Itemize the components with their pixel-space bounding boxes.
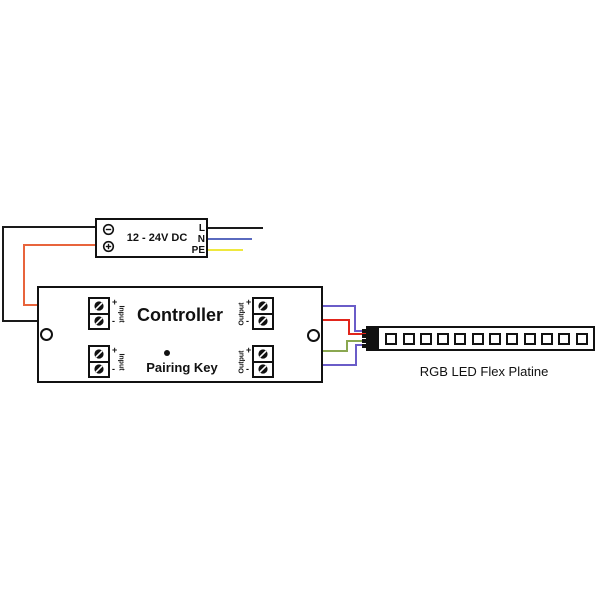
connector-pin	[362, 339, 366, 343]
output-top-minus-mark: -	[246, 316, 249, 326]
screw-terminal	[254, 299, 272, 313]
led-chip	[471, 332, 484, 345]
controller-title: Controller	[136, 305, 224, 325]
screw-icon	[258, 316, 268, 326]
neutral-wire	[208, 238, 252, 240]
connector-pin	[362, 344, 366, 348]
dc-minus-wire-segment	[2, 226, 95, 228]
output-red-wire-segment	[348, 333, 366, 335]
screw-icon	[94, 349, 104, 359]
output-green-wire-segment	[346, 340, 348, 352]
screw-terminal	[90, 347, 108, 361]
earth-wire	[208, 249, 243, 251]
psu-terminal-l-label: L	[198, 223, 205, 234]
screw-terminal	[254, 362, 272, 376]
screw-terminal	[90, 299, 108, 313]
connector-pin	[362, 334, 366, 338]
dc-plus-wire-segment	[23, 244, 25, 306]
input-bottom-label: Input	[117, 353, 125, 371]
psu-voltage-label: 12 - 24V DC	[126, 232, 188, 244]
output-top-plus-mark: +	[246, 297, 252, 307]
output-bottom-minus-mark: -	[246, 364, 249, 374]
screw-icon	[94, 301, 104, 311]
output-top-label: Output	[238, 302, 246, 326]
screw-icon	[258, 364, 268, 374]
led-chip	[419, 332, 432, 345]
led-chip	[506, 332, 519, 345]
controller-box	[37, 286, 323, 383]
led-chip	[437, 332, 450, 345]
dc-minus-wire-segment	[2, 226, 4, 322]
output-blue2-wire-segment	[355, 344, 357, 366]
led-chip	[523, 332, 536, 345]
led-row	[380, 328, 593, 349]
output-terminal-block-top	[252, 297, 274, 330]
power-supply-box	[95, 218, 208, 258]
screw-icon	[258, 349, 268, 359]
led-chip	[540, 332, 553, 345]
mounting-hole-left	[40, 328, 53, 341]
plus-terminal-icon	[102, 240, 115, 253]
psu-terminal-pe-label: PE	[191, 245, 205, 256]
screw-terminal	[90, 314, 108, 328]
screw-terminal	[254, 314, 272, 328]
input-top-plus-mark: +	[112, 297, 118, 307]
mounting-hole-right	[307, 329, 320, 342]
input-bottom-plus-mark: +	[112, 345, 118, 355]
led-strip-connector	[366, 326, 379, 351]
input-top-label: Input	[117, 305, 125, 323]
led-chip	[558, 332, 571, 345]
led-chip	[385, 332, 398, 345]
psu-terminal-n-label: N	[197, 234, 205, 245]
led-chip	[575, 332, 588, 345]
output-bottom-label: Output	[238, 350, 246, 374]
connector-pin	[362, 329, 366, 333]
screw-terminal	[90, 362, 108, 376]
dc-plus-wire-segment	[23, 244, 95, 246]
output-red-wire-segment	[348, 319, 350, 335]
input-terminal-block-bottom	[88, 345, 110, 378]
screw-icon	[258, 301, 268, 311]
output-blue2-wire-segment	[355, 344, 366, 346]
input-bottom-minus-mark: -	[112, 364, 115, 374]
output-terminal-block-bottom	[252, 345, 274, 378]
led-chip	[489, 332, 502, 345]
line-wire	[208, 227, 263, 229]
led-strip-label: RGB LED Flex Platine	[419, 364, 549, 379]
led-chip	[402, 332, 415, 345]
screw-icon	[94, 364, 104, 374]
output-blue-wire-segment	[354, 330, 366, 332]
pairing-key-label: Pairing Key	[146, 360, 218, 375]
input-terminal-block-top	[88, 297, 110, 330]
output-green-wire-segment	[346, 340, 366, 342]
minus-terminal-icon	[102, 223, 115, 236]
screw-icon	[94, 316, 104, 326]
output-bottom-plus-mark: +	[246, 345, 252, 355]
input-top-minus-mark: -	[112, 316, 115, 326]
output-blue-wire-segment	[354, 305, 356, 332]
led-chip	[454, 332, 467, 345]
screw-terminal	[254, 347, 272, 361]
pairing-key-button[interactable]	[164, 350, 170, 356]
